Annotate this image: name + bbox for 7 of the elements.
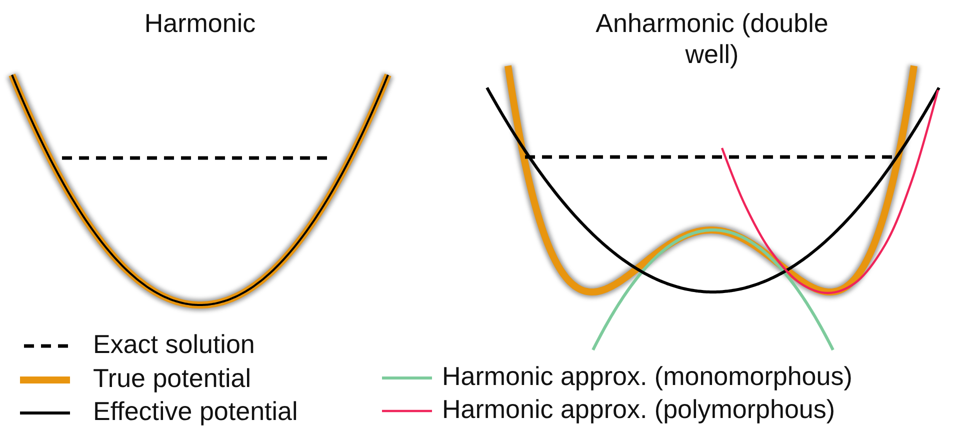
panel-title: Harmonic [143,8,257,39]
legend-label: Effective potential [93,396,298,426]
legend-label: Exact solution [93,329,255,359]
legend-label: Harmonic approx. (monomorphous) [442,361,852,391]
panel-title: Anharmonic (double well) [594,8,830,70]
legend-label: Harmonic approx. (polymorphous) [442,394,836,424]
legend-label: True potential [93,363,252,393]
